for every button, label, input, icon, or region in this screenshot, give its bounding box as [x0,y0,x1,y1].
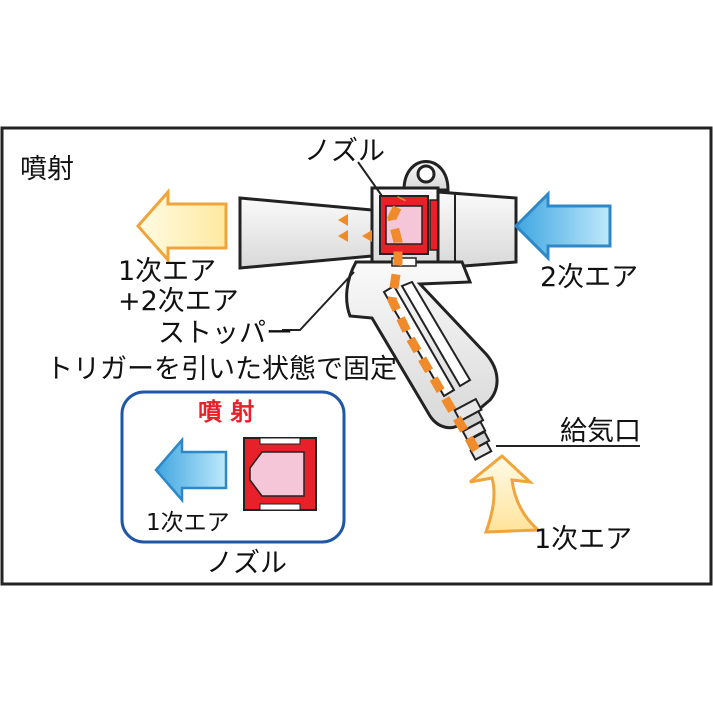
diagram-title: 噴射 [20,154,74,185]
inset-nozzle [243,437,317,511]
inset-title: 噴 射 [198,398,254,426]
leader-stopper [282,271,355,331]
hanger-hole [416,164,436,184]
barrel-outlet [238,196,374,270]
jet-mark-1 [338,214,348,226]
inset-panel: 噴 射 1次エア [120,390,346,544]
nozzle-red [379,195,439,255]
barrel-intake [436,190,518,270]
secondary-air-arrow [513,190,612,262]
grip-slot-2 [400,280,472,388]
label-inlet: 給気口 [560,416,641,447]
leader-nozzle [357,161,383,197]
jet-mark-2 [338,230,348,242]
air-gun [238,160,518,461]
primary-air-inlet-arrow [469,454,542,534]
inset-primary-air-label: 1次エア [146,510,230,536]
label-nozzle-top: ノズル [304,136,385,167]
label-stopper: ストッパー [158,318,293,349]
label-primary-plus-secondary-1: 1次エア [118,256,216,287]
air-path [387,195,480,453]
label-primary-plus-secondary-2: +2次エア [118,286,239,317]
diagram-frame [0,126,713,586]
label-primary-air-inlet: 1次エア [534,524,632,555]
jet-mark-3 [362,230,372,242]
output-air-arrow [135,188,228,264]
inset-nozzle-label: ノズル [206,548,287,579]
inset-air-arrow [154,436,228,504]
stopper-tab [391,257,417,267]
label-trigger-state: トリガーを引いた状態で固定 [46,354,397,385]
label-secondary-air: 2次エア [540,262,638,293]
